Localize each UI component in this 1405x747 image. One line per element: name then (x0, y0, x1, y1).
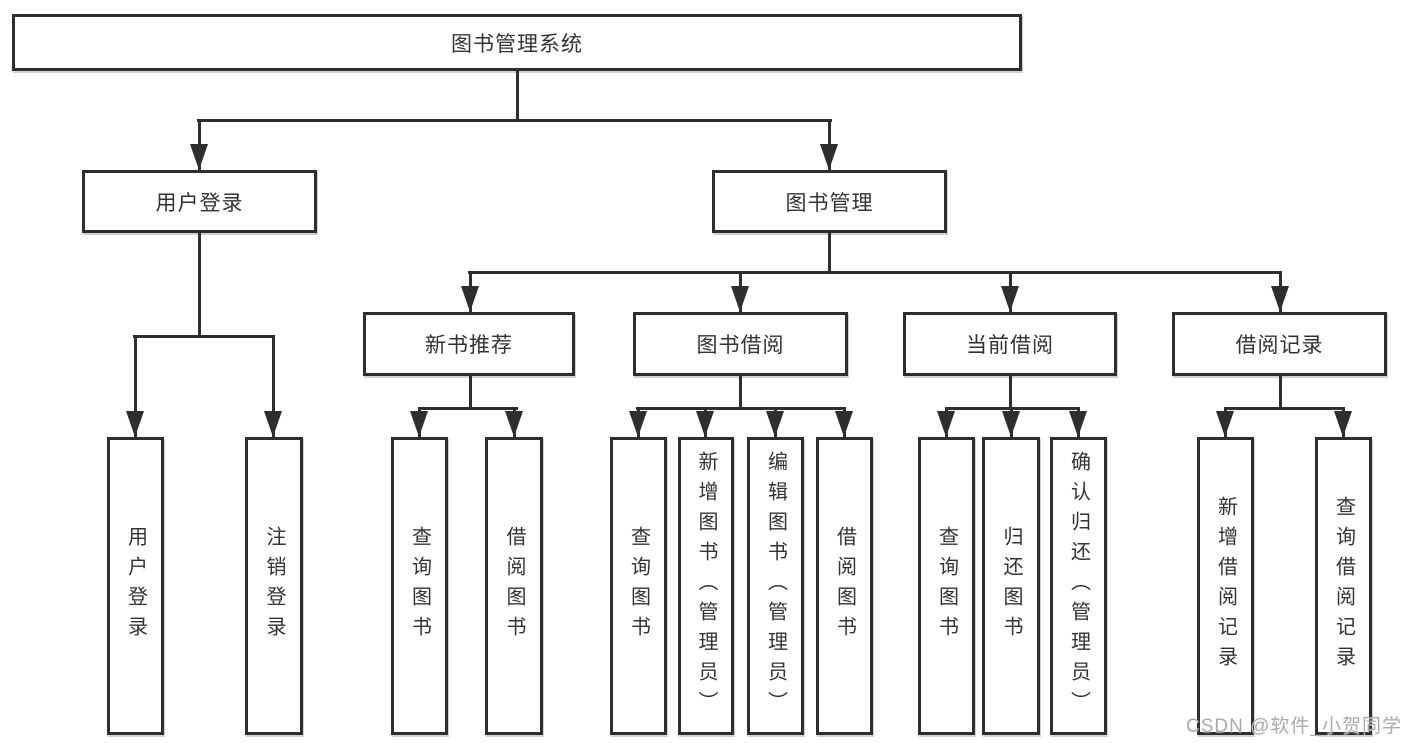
node-label: 图书管理系统 (451, 32, 583, 56)
leaf-label: 借阅图书 (503, 526, 525, 646)
arrow-down-icon (461, 286, 479, 312)
leaf-label: 新增借阅记录 (1214, 496, 1237, 676)
arrow-down-icon (820, 144, 838, 170)
node-label: 图书借阅 (696, 334, 785, 357)
node-label: 图书管理 (785, 191, 874, 215)
leaf-label: 借阅图书 (833, 526, 856, 646)
arrow-down-icon (1334, 411, 1352, 437)
leaf-label: 注销登录 (263, 526, 285, 646)
leaf-query-books-borrowing: 查询图书 (610, 437, 667, 735)
arrow-down-icon (835, 411, 853, 437)
leaf-label: 用户登录 (124, 526, 147, 646)
node-label: 当前借阅 (966, 334, 1054, 357)
node-label: 新书推荐 (425, 334, 513, 357)
connector-line (133, 335, 274, 338)
connector-line (197, 119, 832, 122)
connector-line (469, 373, 472, 410)
connector-line (1009, 373, 1012, 410)
leaf-label: 查询图书 (627, 526, 650, 646)
arrow-down-icon (1002, 411, 1020, 437)
leaf-add-borrow-record: 新增借阅记录 (1197, 437, 1254, 735)
arrow-down-icon (190, 144, 208, 170)
connector-line (134, 335, 137, 437)
leaf-label: 查询图书 (935, 526, 958, 646)
arrow-down-icon (264, 411, 282, 437)
leaf-return-book: 归还图书 (982, 437, 1040, 735)
connector-line (636, 407, 846, 410)
node-borrowing-records: 借阅记录 (1172, 312, 1387, 376)
arrow-down-icon (731, 286, 749, 312)
node-book-management: 图书管理 (712, 170, 947, 233)
arrow-down-icon (766, 411, 784, 437)
node-label: 借阅记录 (1235, 334, 1324, 357)
leaf-logout: 注销登录 (245, 437, 303, 735)
leaf-query-books-current: 查询图书 (918, 437, 975, 735)
connector-line (418, 407, 518, 410)
connector-line (828, 230, 831, 274)
leaf-label: 查询图书 (408, 526, 431, 646)
leaf-label: 确认归还（管理员） (1067, 451, 1090, 721)
arrow-down-icon (126, 411, 144, 437)
leaf-query-books-recommend: 查询图书 (391, 437, 448, 735)
leaf-label: 编辑图书（管理员） (764, 451, 787, 721)
node-library-management-system: 图书管理系统 (12, 14, 1022, 71)
leaf-borrow-books-recommend: 借阅图书 (485, 437, 543, 735)
node-label: 用户登录 (155, 191, 244, 215)
arrow-down-icon (696, 411, 714, 437)
leaf-confirm-return-admin: 确认归还（管理员） (1050, 437, 1107, 735)
connector-line (739, 373, 742, 410)
arrow-down-icon (1001, 286, 1019, 312)
node-new-book-recommendation: 新书推荐 (363, 312, 575, 376)
connector-line (1279, 373, 1282, 410)
arrow-down-icon (1271, 286, 1289, 312)
connector-line (272, 335, 275, 437)
csdn-watermark: CSDN @软件_小贺同学 (1186, 716, 1402, 737)
node-book-borrowing: 图书借阅 (633, 312, 848, 376)
arrow-down-icon (1216, 411, 1234, 437)
connector-line (198, 230, 201, 338)
node-current-borrowing: 当前借阅 (903, 312, 1117, 376)
leaf-user-login: 用户登录 (107, 437, 164, 735)
connector-line (516, 68, 519, 122)
arrow-down-icon (1069, 411, 1087, 437)
arrow-down-icon (410, 411, 428, 437)
leaf-borrow-books: 借阅图书 (816, 437, 873, 735)
arrow-down-icon (937, 411, 955, 437)
connector-line (468, 271, 1282, 274)
leaf-edit-book-admin: 编辑图书（管理员） (747, 437, 804, 735)
leaf-label: 归还图书 (1000, 526, 1022, 646)
arrow-down-icon (629, 411, 647, 437)
connector-line (1224, 407, 1345, 410)
leaf-label: 查询借阅记录 (1332, 496, 1355, 676)
arrow-down-icon (505, 411, 523, 437)
leaf-query-borrow-record: 查询借阅记录 (1315, 437, 1372, 735)
node-user-login: 用户登录 (82, 170, 317, 233)
leaf-add-book-admin: 新增图书（管理员） (678, 437, 734, 735)
leaf-label: 新增图书（管理员） (695, 451, 717, 721)
